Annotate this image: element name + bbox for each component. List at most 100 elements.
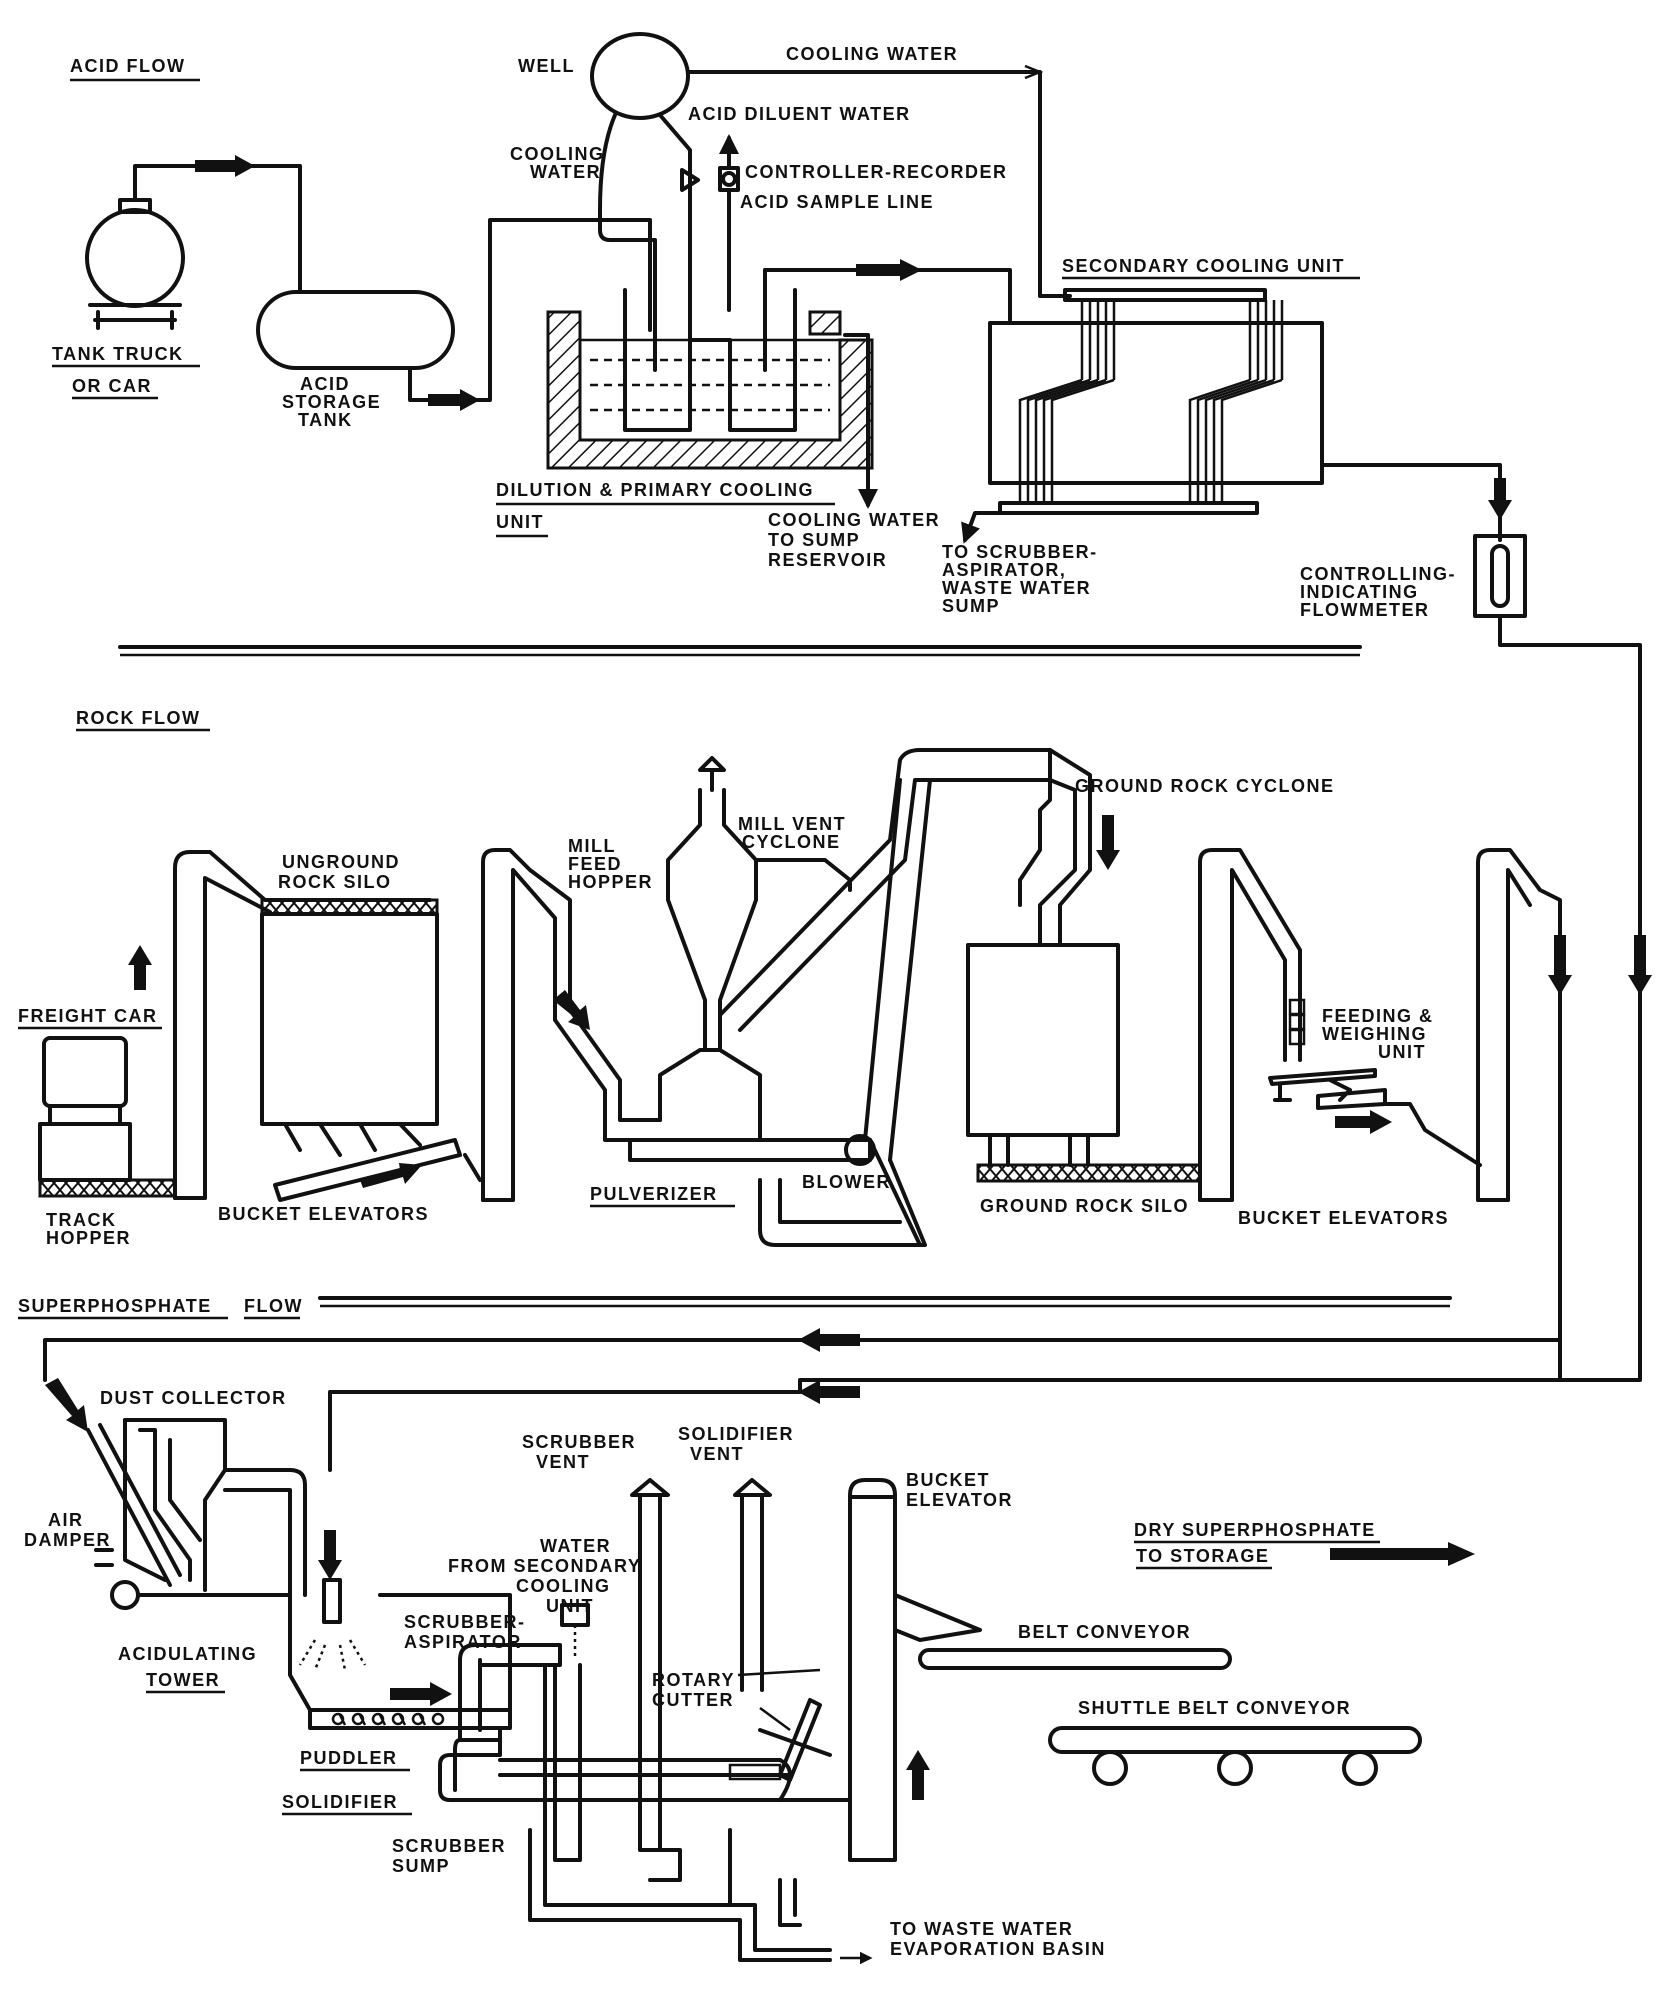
unground-rock-silo <box>260 898 439 1157</box>
label-scrubber-vent-2: VENT <box>536 1452 590 1472</box>
pulverizer <box>628 1048 872 1162</box>
label-flowmeter-2: INDICATING <box>1300 582 1419 602</box>
tank-truck <box>85 198 185 330</box>
label-sump-2: SUMP <box>392 1856 450 1876</box>
label-dust-collector: DUST COLLECTOR <box>100 1388 287 1408</box>
label-water-4: UNIT <box>546 1596 594 1616</box>
label-bucket-elevators-right: BUCKET ELEVATORS <box>1238 1208 1449 1228</box>
label-acid-tower-2: TOWER <box>146 1670 220 1690</box>
label-sump-1: SCRUBBER <box>392 1836 506 1856</box>
shuttle-belt-conveyor <box>1048 1726 1422 1786</box>
label-blower: BLOWER <box>802 1172 891 1192</box>
label-flowmeter-1: CONTROLLING- <box>1300 564 1456 584</box>
label-bucket-elev-2: ELEVATOR <box>906 1490 1013 1510</box>
label-ground-rock-silo: GROUND ROCK SILO <box>980 1196 1189 1216</box>
label-acid-sample-line: ACID SAMPLE LINE <box>740 192 934 212</box>
label-puddler: PUDDLER <box>300 1748 398 1768</box>
label-dry-2: TO STORAGE <box>1136 1546 1269 1566</box>
label-cw-sump-2: TO SUMP <box>768 530 860 550</box>
dilution-primary-cooling-unit <box>546 288 874 470</box>
scrubber-sump <box>528 1828 832 1962</box>
acid-storage-tank <box>256 290 455 370</box>
label-scrubber-asp-1: SCRUBBER- <box>404 1612 526 1632</box>
bucket-elevator-1 <box>173 850 432 1200</box>
label-acid-storage-2: STORAGE <box>282 392 381 412</box>
label-air-1: AIR <box>48 1510 84 1530</box>
bucket-elevator-3 <box>1198 848 1306 1202</box>
bucket-elevator-2 <box>481 848 872 1202</box>
mill-vent-cyclone <box>666 756 852 1052</box>
secondary-cooling-unit <box>988 288 1324 515</box>
ground-rock-silo <box>966 943 1202 1183</box>
acid-flow-section: ACID FLOW TANK TRUCK OR CAR ACID STORAGE… <box>52 32 1652 1472</box>
label-well: WELL <box>518 56 575 76</box>
puddler <box>308 1708 512 1730</box>
label-water-2: FROM SECONDARY <box>448 1556 641 1576</box>
label-feeding-3: UNIT <box>1378 1042 1426 1062</box>
label-rotary-1: ROTARY <box>652 1670 735 1690</box>
label-solidifier-vent-2: VENT <box>690 1444 744 1464</box>
label-cooling-2: WATER <box>530 162 601 182</box>
label-scrubber-1: TO SCRUBBER- <box>942 542 1098 562</box>
blower <box>758 1134 907 1247</box>
section-title-acid: ACID FLOW <box>70 56 185 76</box>
dust-collector <box>86 1418 307 1610</box>
label-mill-feed-3: HOPPER <box>568 872 653 892</box>
label-bucket-elevators-left: BUCKET ELEVATORS <box>218 1204 429 1224</box>
label-scrubber-4: SUMP <box>942 596 1000 616</box>
label-flowmeter-3: FLOWMETER <box>1300 600 1429 620</box>
label-mill-feed-1: MILL <box>568 836 616 856</box>
bucket-elevator-4 <box>1476 848 1562 1382</box>
label-air-2: DAMPER <box>24 1530 111 1550</box>
label-dry-1: DRY SUPERPHOSPHATE <box>1134 1520 1376 1540</box>
solidifier-vent <box>733 1478 772 1692</box>
label-track-2: HOPPER <box>46 1228 131 1248</box>
label-feeding-1: FEEDING & <box>1322 1006 1434 1026</box>
superphosphate-flow-section: SUPERPHOSPHATE FLOW DUST COLLECTOR AIR D… <box>18 1296 1562 1965</box>
ground-rock-cyclone <box>1018 748 1092 947</box>
label-mill-vent-2: CYCLONE <box>742 832 841 852</box>
rotary-cutter <box>758 1698 832 1782</box>
bucket-elevator-5 <box>778 1478 982 1862</box>
label-or-car: OR CAR <box>72 376 152 396</box>
label-freight-car: FREIGHT CAR <box>18 1006 158 1026</box>
label-waste-2: EVAPORATION BASIN <box>890 1939 1106 1959</box>
label-rotary-2: CUTTER <box>652 1690 734 1710</box>
label-solidifier-vent-1: SOLIDIFIER <box>678 1424 794 1444</box>
label-bucket-elev-1: BUCKET <box>906 1470 990 1490</box>
label-unground-2: ROCK SILO <box>278 872 392 892</box>
label-mill-vent-1: MILL VENT <box>738 814 846 834</box>
section-title-rock: ROCK FLOW <box>76 708 200 728</box>
label-water-3: COOLING <box>516 1576 611 1596</box>
label-feeding-2: WEIGHING <box>1322 1024 1427 1044</box>
label-waste-1: TO WASTE WATER <box>890 1919 1073 1939</box>
label-shuttle: SHUTTLE BELT CONVEYOR <box>1078 1698 1351 1718</box>
controlling-indicating-flowmeter <box>1473 534 1527 618</box>
solidifier <box>438 1728 792 1802</box>
label-cw-sump-1: COOLING WATER <box>768 510 940 530</box>
label-cw-sump-3: RESERVOIR <box>768 550 887 570</box>
label-mill-feed-2: FEED <box>568 854 622 874</box>
label-scrubber-vent-1: SCRUBBER <box>522 1432 636 1452</box>
label-ground-rock-cyclone: GROUND ROCK CYCLONE <box>1075 776 1335 796</box>
label-acid-storage-1: ACID <box>300 374 350 394</box>
feeding-weighing-unit <box>1268 1068 1387 1110</box>
label-cooling-1: COOLING <box>510 144 605 164</box>
label-acid-storage-3: TANK <box>298 410 353 430</box>
label-secondary-cooling: SECONDARY COOLING UNIT <box>1062 256 1345 276</box>
label-controller-recorder: CONTROLLER-RECORDER <box>745 162 1008 182</box>
label-unground-1: UNGROUND <box>282 852 400 872</box>
section-title-super-b: FLOW <box>244 1296 303 1316</box>
label-scrubber-3: WASTE WATER <box>942 578 1091 598</box>
label-dilution-2: UNIT <box>496 512 544 532</box>
label-belt-conveyor: BELT CONVEYOR <box>1018 1622 1191 1642</box>
scrubber-vent <box>630 1478 682 1882</box>
label-acid-tower-1: ACIDULATING <box>118 1644 257 1664</box>
flow-arrow <box>195 155 255 177</box>
label-scrubber-2: ASPIRATOR, <box>942 560 1066 580</box>
section-title-super-a: SUPERPHOSPHATE <box>18 1296 212 1316</box>
label-tank-truck: TANK TRUCK <box>52 344 184 364</box>
output-arrow <box>1330 1542 1475 1566</box>
label-acid-diluent: ACID DILUENT WATER <box>688 104 911 124</box>
